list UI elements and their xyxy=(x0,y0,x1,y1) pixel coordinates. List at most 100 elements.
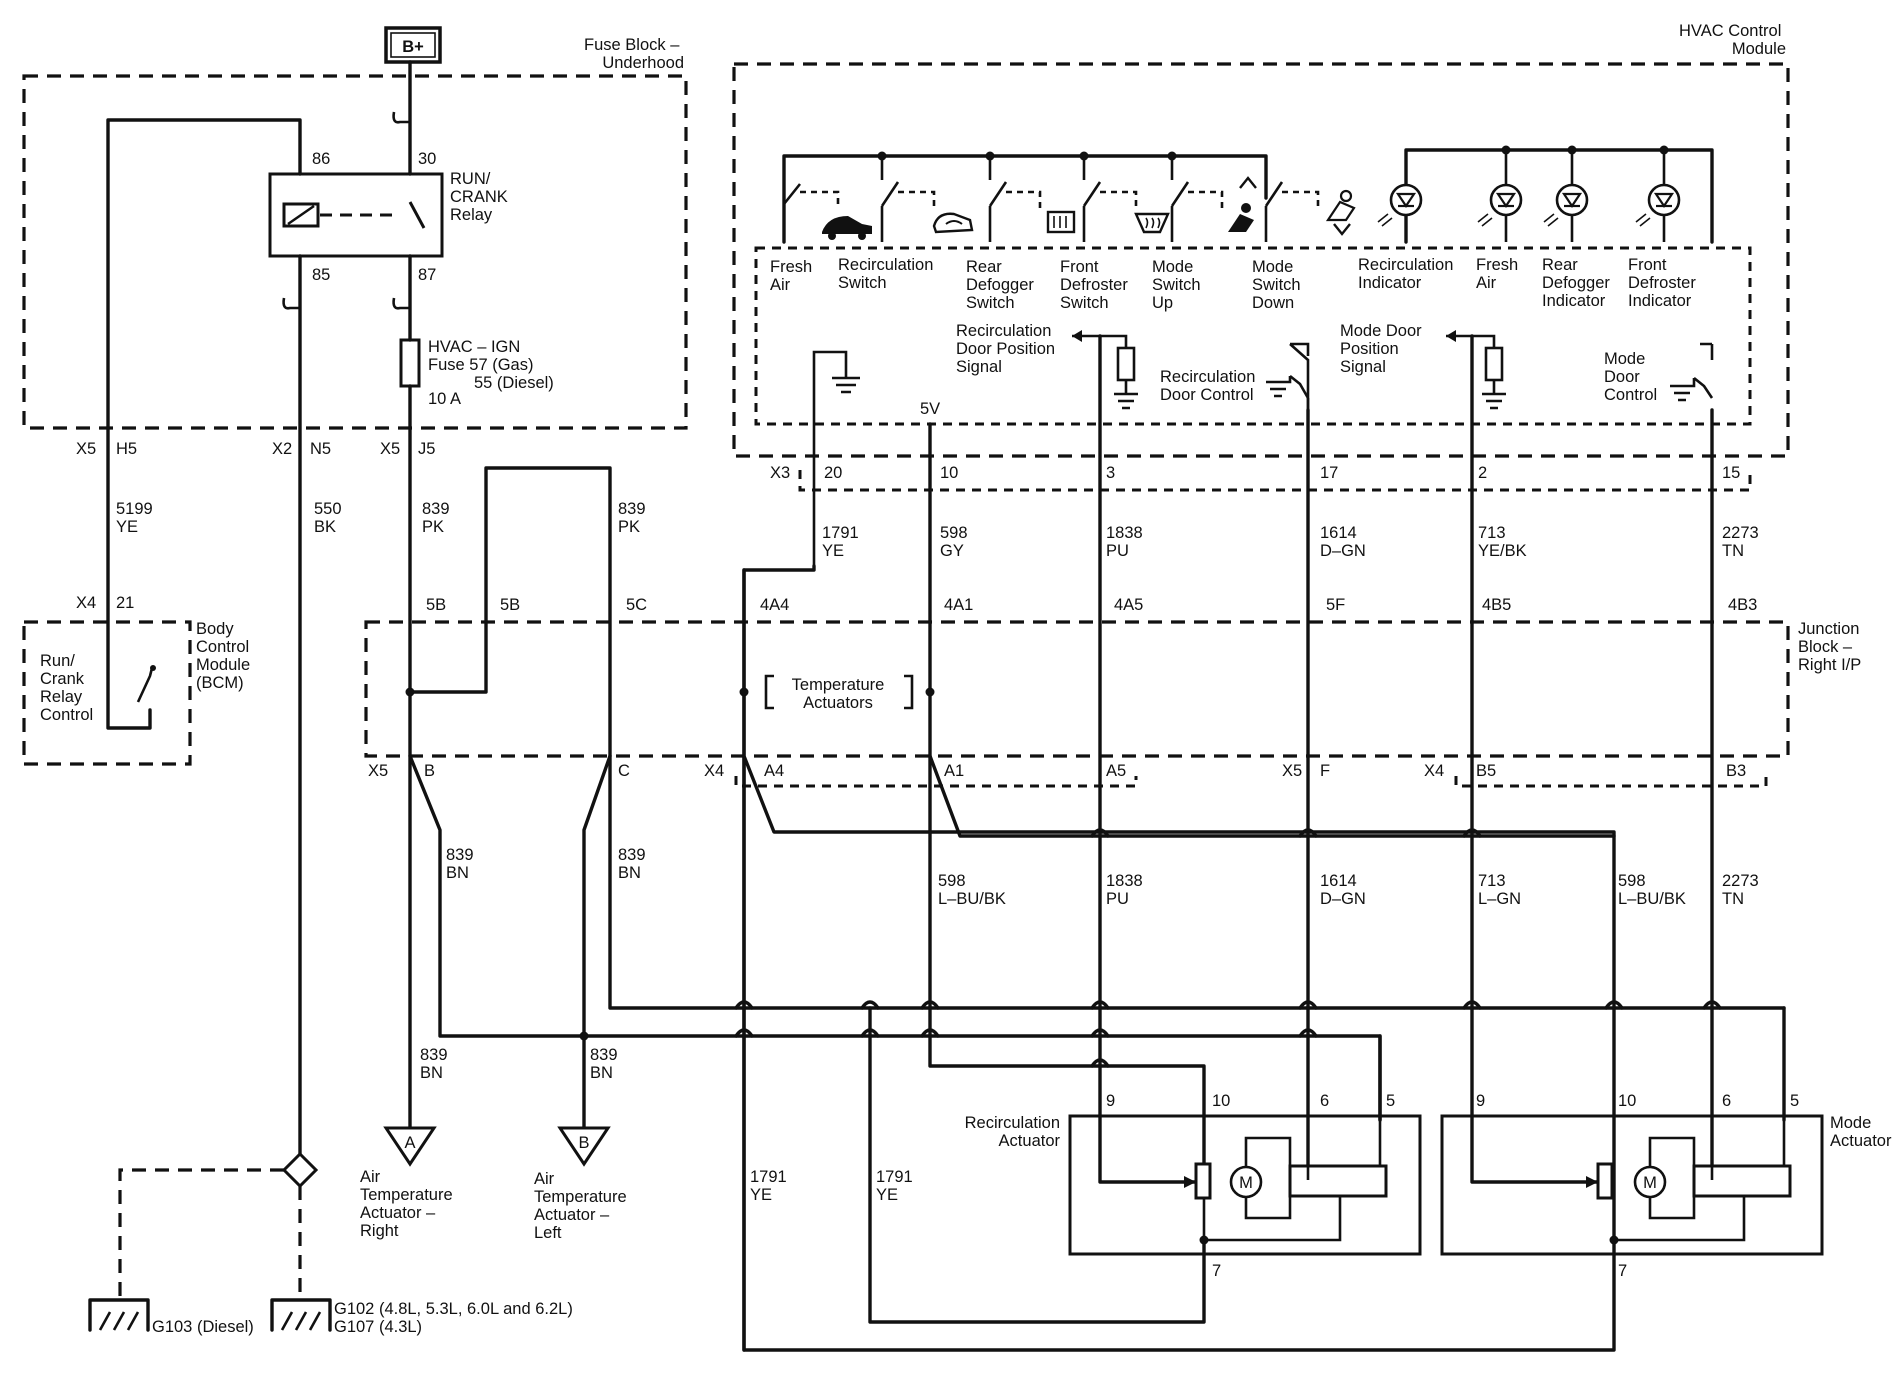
svg-text:4A1: 4A1 xyxy=(944,596,973,614)
svg-text:2273: 2273 xyxy=(1722,524,1759,542)
svg-text:1791: 1791 xyxy=(750,1168,787,1186)
mode-resistor xyxy=(1484,346,1504,382)
recirc-pot-icon xyxy=(1194,1162,1212,1200)
svg-text:TN: TN xyxy=(1722,542,1744,560)
relay-pin-87: 87 xyxy=(418,266,436,284)
svg-text:4A5: 4A5 xyxy=(1114,596,1143,614)
svg-text:G103 (Diesel): G103 (Diesel) xyxy=(152,1318,254,1336)
svg-text:A1: A1 xyxy=(944,762,964,780)
hvac-inner-outline xyxy=(754,246,1752,426)
indicator-leds xyxy=(1377,150,1681,242)
junction-dots xyxy=(405,687,1619,1245)
recirc-motor-icon: M xyxy=(1229,1165,1263,1199)
hvac-ign-fuse xyxy=(399,338,421,388)
svg-text:4B5: 4B5 xyxy=(1482,596,1511,614)
svg-text:5: 5 xyxy=(1386,1092,1395,1110)
svg-text:A4: A4 xyxy=(764,762,784,780)
svg-text:10: 10 xyxy=(1212,1092,1230,1110)
junction-top-pins: 5B 5B 5C 4A4 4A1 4A5 5F 4B5 4B3 xyxy=(426,596,1757,614)
svg-text:A: A xyxy=(404,1134,415,1152)
svg-text:6: 6 xyxy=(1722,1092,1731,1110)
svg-text:B: B xyxy=(578,1134,589,1152)
recirculation-switch xyxy=(880,181,936,208)
x4-connector-bracket-b xyxy=(1454,776,1768,788)
module-internals xyxy=(812,330,1714,566)
relay-name: RUN/ CRANK Relay xyxy=(450,170,512,224)
mode-down-switch xyxy=(1264,181,1320,208)
svg-text:15: 15 xyxy=(1722,464,1740,482)
svg-text:10: 10 xyxy=(1618,1092,1636,1110)
hvac-module-title: HVAC Control Module xyxy=(1679,22,1786,58)
svg-text:PU: PU xyxy=(1106,542,1129,560)
car-fresh-air-icon xyxy=(822,216,872,240)
label-5v: 5V xyxy=(920,400,940,418)
svg-text:BN: BN xyxy=(590,1064,613,1082)
svg-text:BK: BK xyxy=(314,518,336,536)
fuse-block-outline xyxy=(22,74,688,430)
svg-text:4B3: 4B3 xyxy=(1728,596,1757,614)
svg-text:A5: A5 xyxy=(1106,762,1126,780)
junction-block-title: Junction Block – Right I/P xyxy=(1798,620,1864,674)
svg-text:839: 839 xyxy=(422,500,450,518)
svg-text:GY: GY xyxy=(940,542,964,560)
svg-text:F: F xyxy=(1320,762,1330,780)
car-recirculation-icon xyxy=(932,212,974,234)
svg-text:YE: YE xyxy=(876,1186,898,1204)
svg-text:1791: 1791 xyxy=(876,1168,913,1186)
svg-text:TN: TN xyxy=(1722,890,1744,908)
bcm-switch xyxy=(136,667,154,703)
svg-text:839: 839 xyxy=(618,846,646,864)
fresh-air-indicator-led-icon xyxy=(1477,183,1523,227)
svg-text:D–GN: D–GN xyxy=(1320,542,1366,560)
svg-text:5B: 5B xyxy=(500,596,520,614)
svg-text:BN: BN xyxy=(618,864,641,882)
svg-text:L–BU/BK: L–BU/BK xyxy=(1618,890,1686,908)
fuse-block-title: Fuse Block – Underhood xyxy=(584,36,684,72)
svg-text:PK: PK xyxy=(618,518,640,536)
svg-text:1614: 1614 xyxy=(1320,872,1357,890)
svg-text:598: 598 xyxy=(1618,872,1646,890)
svg-text:4A4: 4A4 xyxy=(760,596,789,614)
svg-text:BN: BN xyxy=(420,1064,443,1082)
svg-text:839: 839 xyxy=(618,500,646,518)
front-defroster-icon xyxy=(1134,212,1170,234)
svg-text:5F: 5F xyxy=(1326,596,1345,614)
svg-text:9: 9 xyxy=(1106,1092,1115,1110)
svg-text:20: 20 xyxy=(824,464,842,482)
svg-text:839: 839 xyxy=(590,1046,618,1064)
svg-text:L–GN: L–GN xyxy=(1478,890,1521,908)
ground-splice xyxy=(118,1151,319,1300)
svg-text:B: B xyxy=(424,762,435,780)
mode-motor-icon: M xyxy=(1633,1165,1667,1199)
ground-g102-icon: G102 (4.8L, 5.3L, 6.0L and 6.2L)G107 (4.… xyxy=(270,1298,573,1336)
svg-text:1838: 1838 xyxy=(1106,524,1143,542)
rear-defogger-indicator-led-icon xyxy=(1543,183,1589,227)
svg-text:PK: PK xyxy=(422,518,444,536)
x3-connector-bracket xyxy=(798,470,1752,492)
svg-text:7: 7 xyxy=(1618,1262,1627,1280)
svg-text:X4: X4 xyxy=(1424,762,1444,780)
svg-text:L–BU/BK: L–BU/BK xyxy=(938,890,1006,908)
svg-text:B3: B3 xyxy=(1726,762,1746,780)
hvac-module-outline xyxy=(732,62,1790,458)
svg-text:YE: YE xyxy=(116,518,138,536)
svg-text:M: M xyxy=(1239,1174,1253,1192)
fuse-label: HVAC – IGN Fuse 57 (Gas) 55 (Diesel) 10 … xyxy=(428,338,558,408)
svg-text:839: 839 xyxy=(446,846,474,864)
svg-text:B5: B5 xyxy=(1476,762,1496,780)
